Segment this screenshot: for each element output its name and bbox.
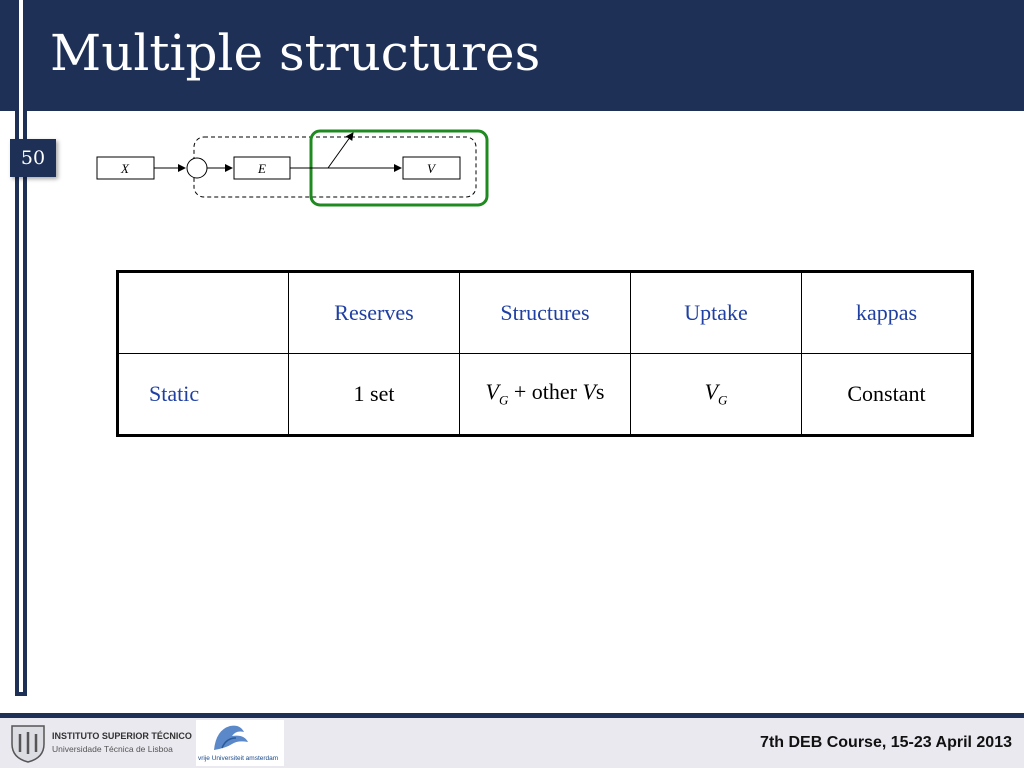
footer: INSTITUTO SUPERIOR TÉCNICO Universidade …: [0, 718, 1024, 768]
footer-divider: [0, 713, 1024, 718]
header-cell-structures: Structures: [459, 271, 631, 354]
arrow-out-branch: [327, 132, 354, 169]
structures-sub: G: [498, 392, 509, 408]
header-cell-uptake: Uptake: [630, 271, 802, 354]
box-v: [402, 156, 461, 180]
table-row: Static 1 set VG + other Vs VG Constant: [117, 353, 973, 436]
griffin-icon: [214, 725, 248, 750]
table-header-row: Reserves Structures Uptake kappas: [117, 271, 973, 354]
course-label: 7th DEB Course, 15-23 April 2013: [760, 734, 1012, 751]
uptake-formula: VG: [704, 379, 728, 407]
title-bar: Multiple structures: [0, 0, 1024, 111]
vu-logo: vrije Universiteit amsterdam: [196, 720, 284, 766]
box-x-label: X: [120, 161, 130, 176]
row-label-static: Static: [117, 353, 289, 436]
header-cell-empty: [117, 271, 289, 354]
deb-diagram: X E V: [96, 129, 489, 207]
slide-number: 50: [10, 139, 56, 177]
header-cell-kappas: kappas: [801, 271, 973, 354]
cell-structures: VG + other Vs: [459, 353, 631, 436]
uptake-sub: G: [718, 392, 728, 408]
cell-kappas: Constant: [801, 353, 973, 436]
structures-suffix: s: [595, 379, 605, 405]
vu-name: vrije Universiteit amsterdam: [198, 755, 279, 762]
structures-formula: VG + other Vs: [485, 379, 605, 407]
box-v-label: V: [427, 161, 437, 176]
uptake-var: V: [704, 379, 719, 405]
structures-rest: + other: [513, 379, 577, 405]
box-e-label: E: [257, 161, 266, 176]
sidebar-decoration: [15, 0, 27, 696]
cell-uptake: VG: [630, 353, 802, 436]
junction-node: [186, 157, 208, 179]
ist-name: INSTITUTO SUPERIOR TÉCNICO: [52, 731, 192, 741]
slide-title: Multiple structures: [50, 24, 541, 82]
structures-var: V: [485, 379, 499, 405]
cell-reserves: 1 set: [288, 353, 460, 436]
header-cell-reserves: Reserves: [288, 271, 460, 354]
ist-emblem-icon: [11, 725, 45, 763]
structures-var2: V: [582, 379, 596, 405]
ist-logo: INSTITUTO SUPERIOR TÉCNICO Universidade …: [8, 722, 198, 764]
ist-subtitle: Universidade Técnica de Lisboa: [52, 744, 173, 754]
structures-table: Reserves Structures Uptake kappas Static…: [116, 270, 974, 437]
